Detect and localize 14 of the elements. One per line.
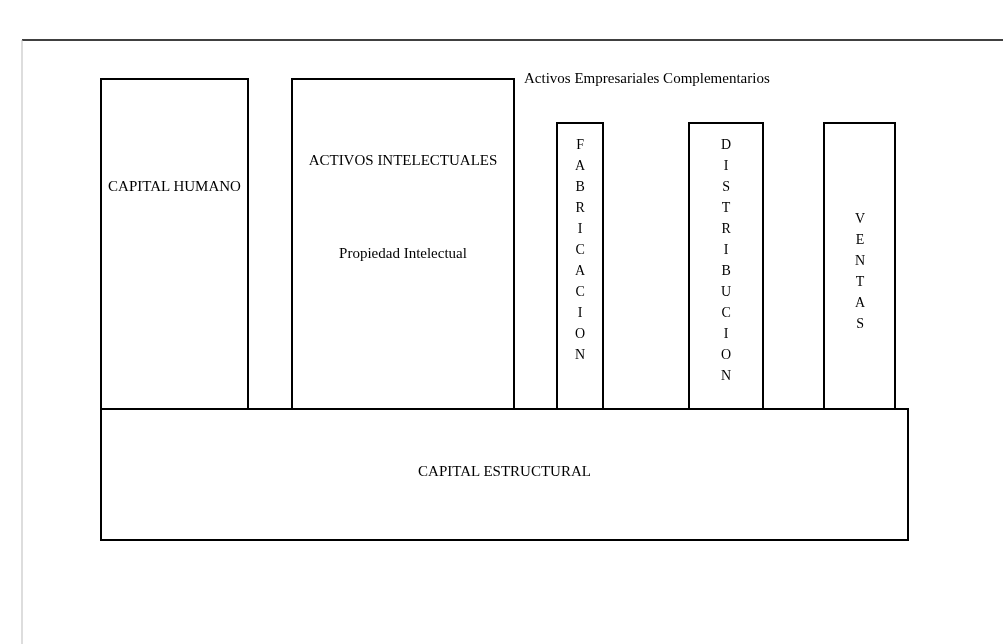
vertical-label: DISTRIBUCION: [721, 136, 732, 385]
block-box: [100, 78, 249, 410]
box-label: Propiedad Intelectual: [338, 244, 468, 263]
column-box: [823, 122, 896, 410]
column-box: [688, 122, 764, 410]
block-box: [291, 78, 515, 410]
vertical-label: VENTAS: [855, 210, 866, 333]
box-label: CAPITAL HUMANO: [107, 177, 242, 196]
column-box: [556, 122, 604, 410]
box-label: ACTIVOS INTELECTUALES: [307, 151, 499, 170]
group-heading: Activos Empresariales Complementarios: [524, 70, 770, 87]
block-box: [100, 408, 909, 541]
vertical-label: FABRICACION: [575, 136, 586, 364]
box-label: CAPITAL ESTRUCTURAL: [417, 462, 592, 481]
